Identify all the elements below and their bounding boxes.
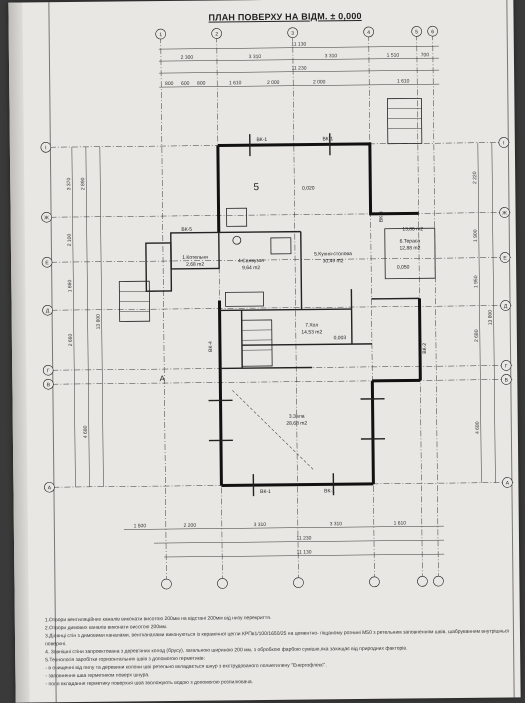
room-3-name: 3.Зала <box>289 414 305 420</box>
floor-plan: 1 2 3 4 5 6 І Ж Е Д Г В А І Ж Е Д Г В А … <box>8 0 519 613</box>
handwritten-mark: 5 <box>253 182 259 193</box>
axis-label-side: Ж <box>44 215 49 221</box>
hall-area: 13,86 m2 <box>402 226 423 232</box>
axis-label-side: І <box>45 145 46 151</box>
wall-marker-vk2: ВК-2 <box>422 343 428 354</box>
dim-top-detail: 1 610 <box>229 80 242 86</box>
room-7-area: 14,53 m2 <box>301 329 322 335</box>
dim-bottom: 1 610 <box>394 521 407 527</box>
dim-top-detail: 600 <box>181 81 190 87</box>
dim-top: 3 310 <box>325 53 338 59</box>
dim-bottom: 2 200 <box>184 523 197 529</box>
axis-label-side: Г <box>47 368 50 374</box>
room-7-name: 7.Хол <box>305 322 318 328</box>
dim-bottom-overall: 11 230 <box>296 536 311 542</box>
room-4-area: 9,64 m2 <box>242 265 260 271</box>
wall-marker-vk5: ВК-5 <box>181 227 192 233</box>
dim-bottom-overall-2: 11 130 <box>297 550 312 556</box>
level-mark: 0,020 <box>302 185 315 191</box>
room-5-area: 30,49 m2 <box>323 258 344 264</box>
axis-label-side-right: Г <box>505 363 508 369</box>
dim-top-detail: 2 000 <box>313 79 326 85</box>
wall-marker-vk1: ВК-1 <box>322 136 333 142</box>
dim-bottom: 3 310 <box>330 521 343 527</box>
dim-left: 3 370 <box>66 178 72 191</box>
level-mark: 0,003 <box>334 335 347 341</box>
dim-right: 4 680 <box>475 421 481 434</box>
dim-right-overall: 13 800 <box>488 310 494 326</box>
dim-top: 2 300 <box>181 55 194 61</box>
dim-top-detail: 800 <box>165 81 174 87</box>
axis-label-side-right: І <box>503 140 504 146</box>
section-marker: А <box>160 374 166 383</box>
dim-left: 2 890 <box>80 177 86 190</box>
dim-bottom: 3 310 <box>254 522 267 528</box>
dim-top-overall: 11 130 <box>291 42 306 48</box>
axis-label-top: 3 <box>291 31 294 37</box>
room-6-area: 12,88 m2 <box>399 245 420 251</box>
axis-label-top: 5 <box>415 29 418 35</box>
room-5-name: 5.Кухня-столова <box>314 251 352 257</box>
dim-right: 1 950 <box>473 275 479 288</box>
dim-right: 2 220 <box>472 171 478 184</box>
room-4-name: 4.Санвузол <box>238 258 264 264</box>
drawing-sheet: ПЛАН ПОВЕРХУ НА ВІДМ. ± 0,000 <box>8 0 520 703</box>
wall-marker-vk4: ВК-4 <box>208 341 214 352</box>
general-notes: 1.Отвори вентиляційних каналів виконати … <box>45 611 516 688</box>
axis-label-top: 4 <box>367 30 370 36</box>
dim-left: 1 660 <box>67 280 73 293</box>
dim-top: 1 510 <box>387 53 400 59</box>
dim-top: 700 <box>421 52 430 58</box>
dim-top-detail: 2 000 <box>267 80 280 86</box>
axis-label-top: 6 <box>431 29 434 35</box>
axis-label-top: 1 <box>159 32 162 38</box>
dim-top: 3 310 <box>249 54 262 60</box>
dim-left: 4 680 <box>83 425 89 438</box>
wall-marker-vk1: ВК-1 <box>260 489 271 495</box>
wall-marker-vk1: ВК-1 <box>324 488 335 494</box>
level-mark: 0,050 <box>397 264 410 270</box>
dim-left: 2 100 <box>67 234 73 247</box>
axis-label-top: 2 <box>215 31 218 37</box>
dim-right: 2 680 <box>474 329 480 342</box>
dim-left-overall: 13 800 <box>96 314 102 330</box>
wall-marker-vk1: ВК-1 <box>256 137 267 143</box>
room-6-name: 6.Тераса <box>400 238 421 244</box>
room-1-area: 2,68 m2 <box>186 262 204 268</box>
dim-right: 1 900 <box>473 229 479 242</box>
dim-top-overall-2: 11 230 <box>292 66 307 72</box>
dim-top-detail: 800 <box>197 81 206 87</box>
room-1-name: 1.Котельня <box>182 255 208 261</box>
wall-marker-vk3: ВК-3 <box>379 211 385 222</box>
dim-left: 2 660 <box>68 334 74 347</box>
dim-bottom: 1 500 <box>134 523 147 529</box>
dim-top-detail: 1 610 <box>397 78 410 84</box>
room-3-area: 28,68 m2 <box>286 421 307 427</box>
axis-label-side-right: Ж <box>502 210 507 216</box>
